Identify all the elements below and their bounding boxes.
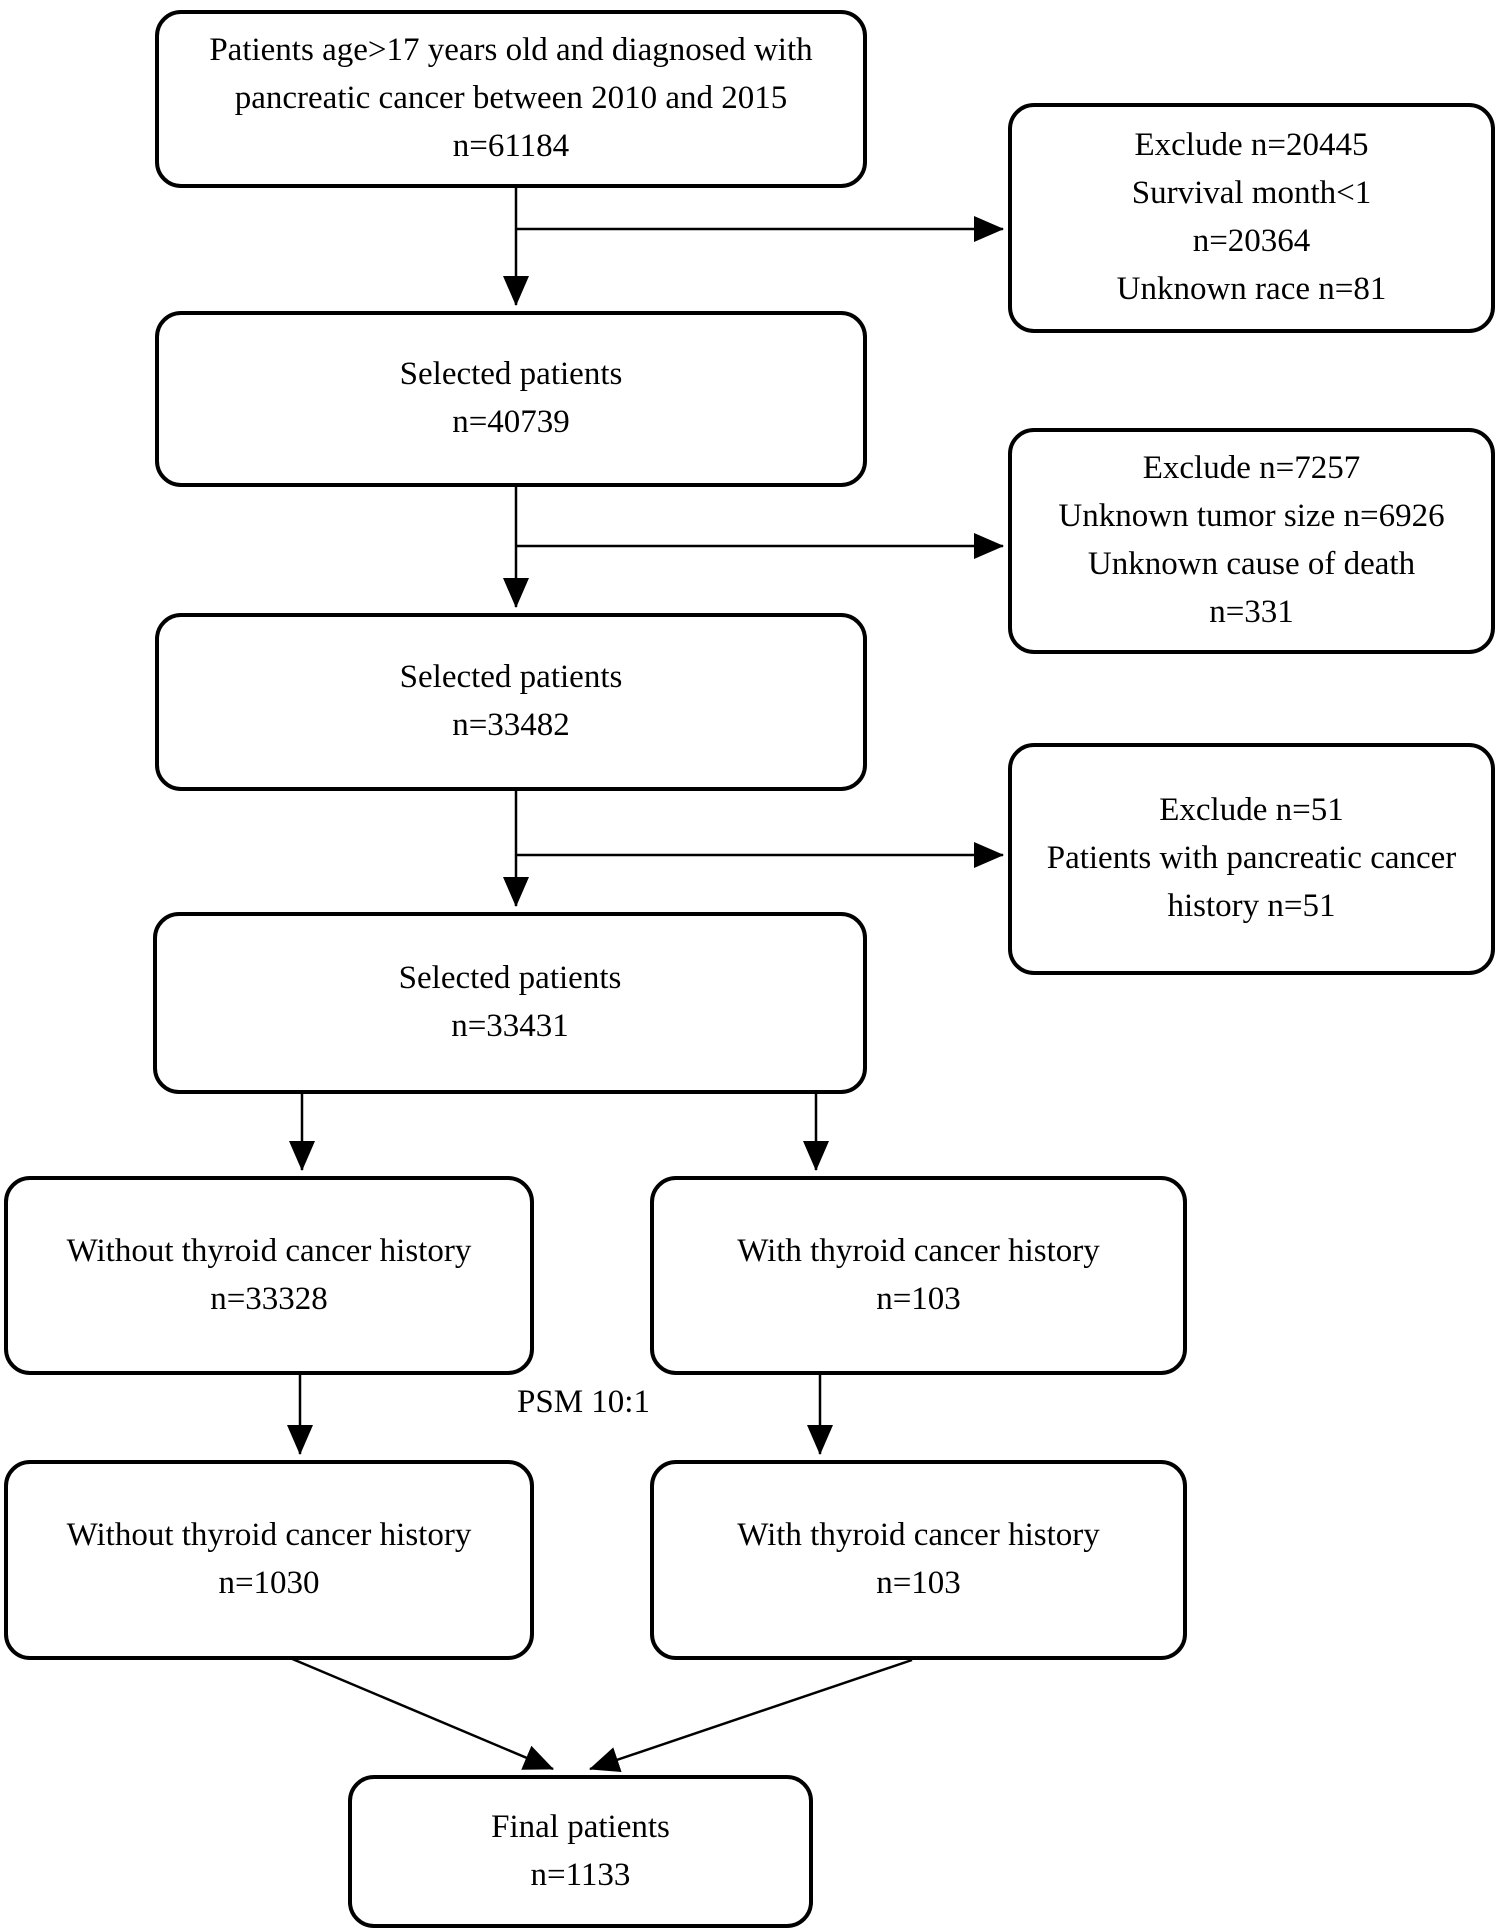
node-text-line: With thyroid cancer history [737, 1232, 1100, 1269]
node-text-line: n=33482 [452, 707, 570, 743]
node-text-line: Final patients [491, 1808, 670, 1845]
node-without-thyroid-history-post-psm: Without thyroid cancer history n=1030 [4, 1460, 534, 1660]
psm-ratio-label: PSM 10:1 [517, 1384, 650, 1420]
node-text-line: n=61184 [452, 127, 570, 164]
node-with-thyroid-history-pre-psm: With thyroid cancer history n=103 [650, 1176, 1187, 1375]
node-final-patients: Final patients n=1133 [348, 1775, 813, 1928]
node-text-line: n=33328 [210, 1280, 328, 1317]
node-text-line: Unknown race n=81 [1116, 270, 1387, 307]
node-text-line: pancreatic cancer between 2010 and 2015 [234, 80, 788, 117]
node-text-line: Exclude n=7257 [1142, 450, 1361, 487]
node-text-line: n=1133 [530, 1856, 631, 1893]
node-text-line: n=33431 [451, 1008, 569, 1044]
node-text-line: n=103 [876, 1280, 961, 1317]
node-initial-cohort: Patients age>17 years old and diagnosed … [155, 10, 867, 188]
connector-without2-to-final [289, 1656, 554, 1771]
node-selected-1: Selected patients n=40739 [155, 311, 867, 487]
node-selected-2: Selected patients n=33482 [155, 613, 867, 791]
node-text-line: n=1030 [218, 1565, 320, 1601]
node-exclude-3: Exclude n=51 Patients with pancreatic ca… [1008, 743, 1495, 975]
node-without-thyroid-history-pre-psm: Without thyroid cancer history n=33328 [4, 1176, 534, 1375]
node-text-line: Survival month<1 [1131, 175, 1372, 212]
node-text-line: Exclude n=20445 [1134, 127, 1369, 164]
node-text-line: n=20364 [1192, 223, 1311, 259]
node-text-line: Unknown tumor size n=6926 [1058, 498, 1445, 535]
node-text-line: With thyroid cancer history [737, 1517, 1100, 1554]
node-text-line: n=331 [1209, 593, 1294, 630]
node-text-line: Unknown cause of death [1087, 546, 1416, 582]
node-text-line: Selected patients [399, 659, 623, 696]
node-exclude-1: Exclude n=20445 Survival month<1 n=20364… [1008, 103, 1495, 333]
node-text-line: n=40739 [452, 404, 570, 440]
node-text-line: Patients age>17 years old and diagnosed … [209, 32, 813, 69]
node-text-line: Exclude n=51 [1159, 792, 1344, 829]
connector-with2-to-final [589, 1658, 913, 1773]
node-text-line: Selected patients [399, 356, 623, 393]
node-with-thyroid-history-post-psm: With thyroid cancer history n=103 [650, 1460, 1187, 1660]
node-selected-3: Selected patients n=33431 [153, 912, 867, 1094]
node-text-line: Without thyroid cancer history [66, 1517, 472, 1554]
node-text-line: n=103 [876, 1565, 961, 1601]
node-text-line: Patients with pancreatic cancer [1046, 840, 1457, 877]
node-text-line: Selected patients [398, 960, 622, 997]
node-text-line: Without thyroid cancer history [66, 1232, 472, 1269]
node-exclude-2: Exclude n=7257 Unknown tumor size n=6926… [1008, 428, 1495, 654]
node-text-line: history n=51 [1167, 887, 1336, 924]
